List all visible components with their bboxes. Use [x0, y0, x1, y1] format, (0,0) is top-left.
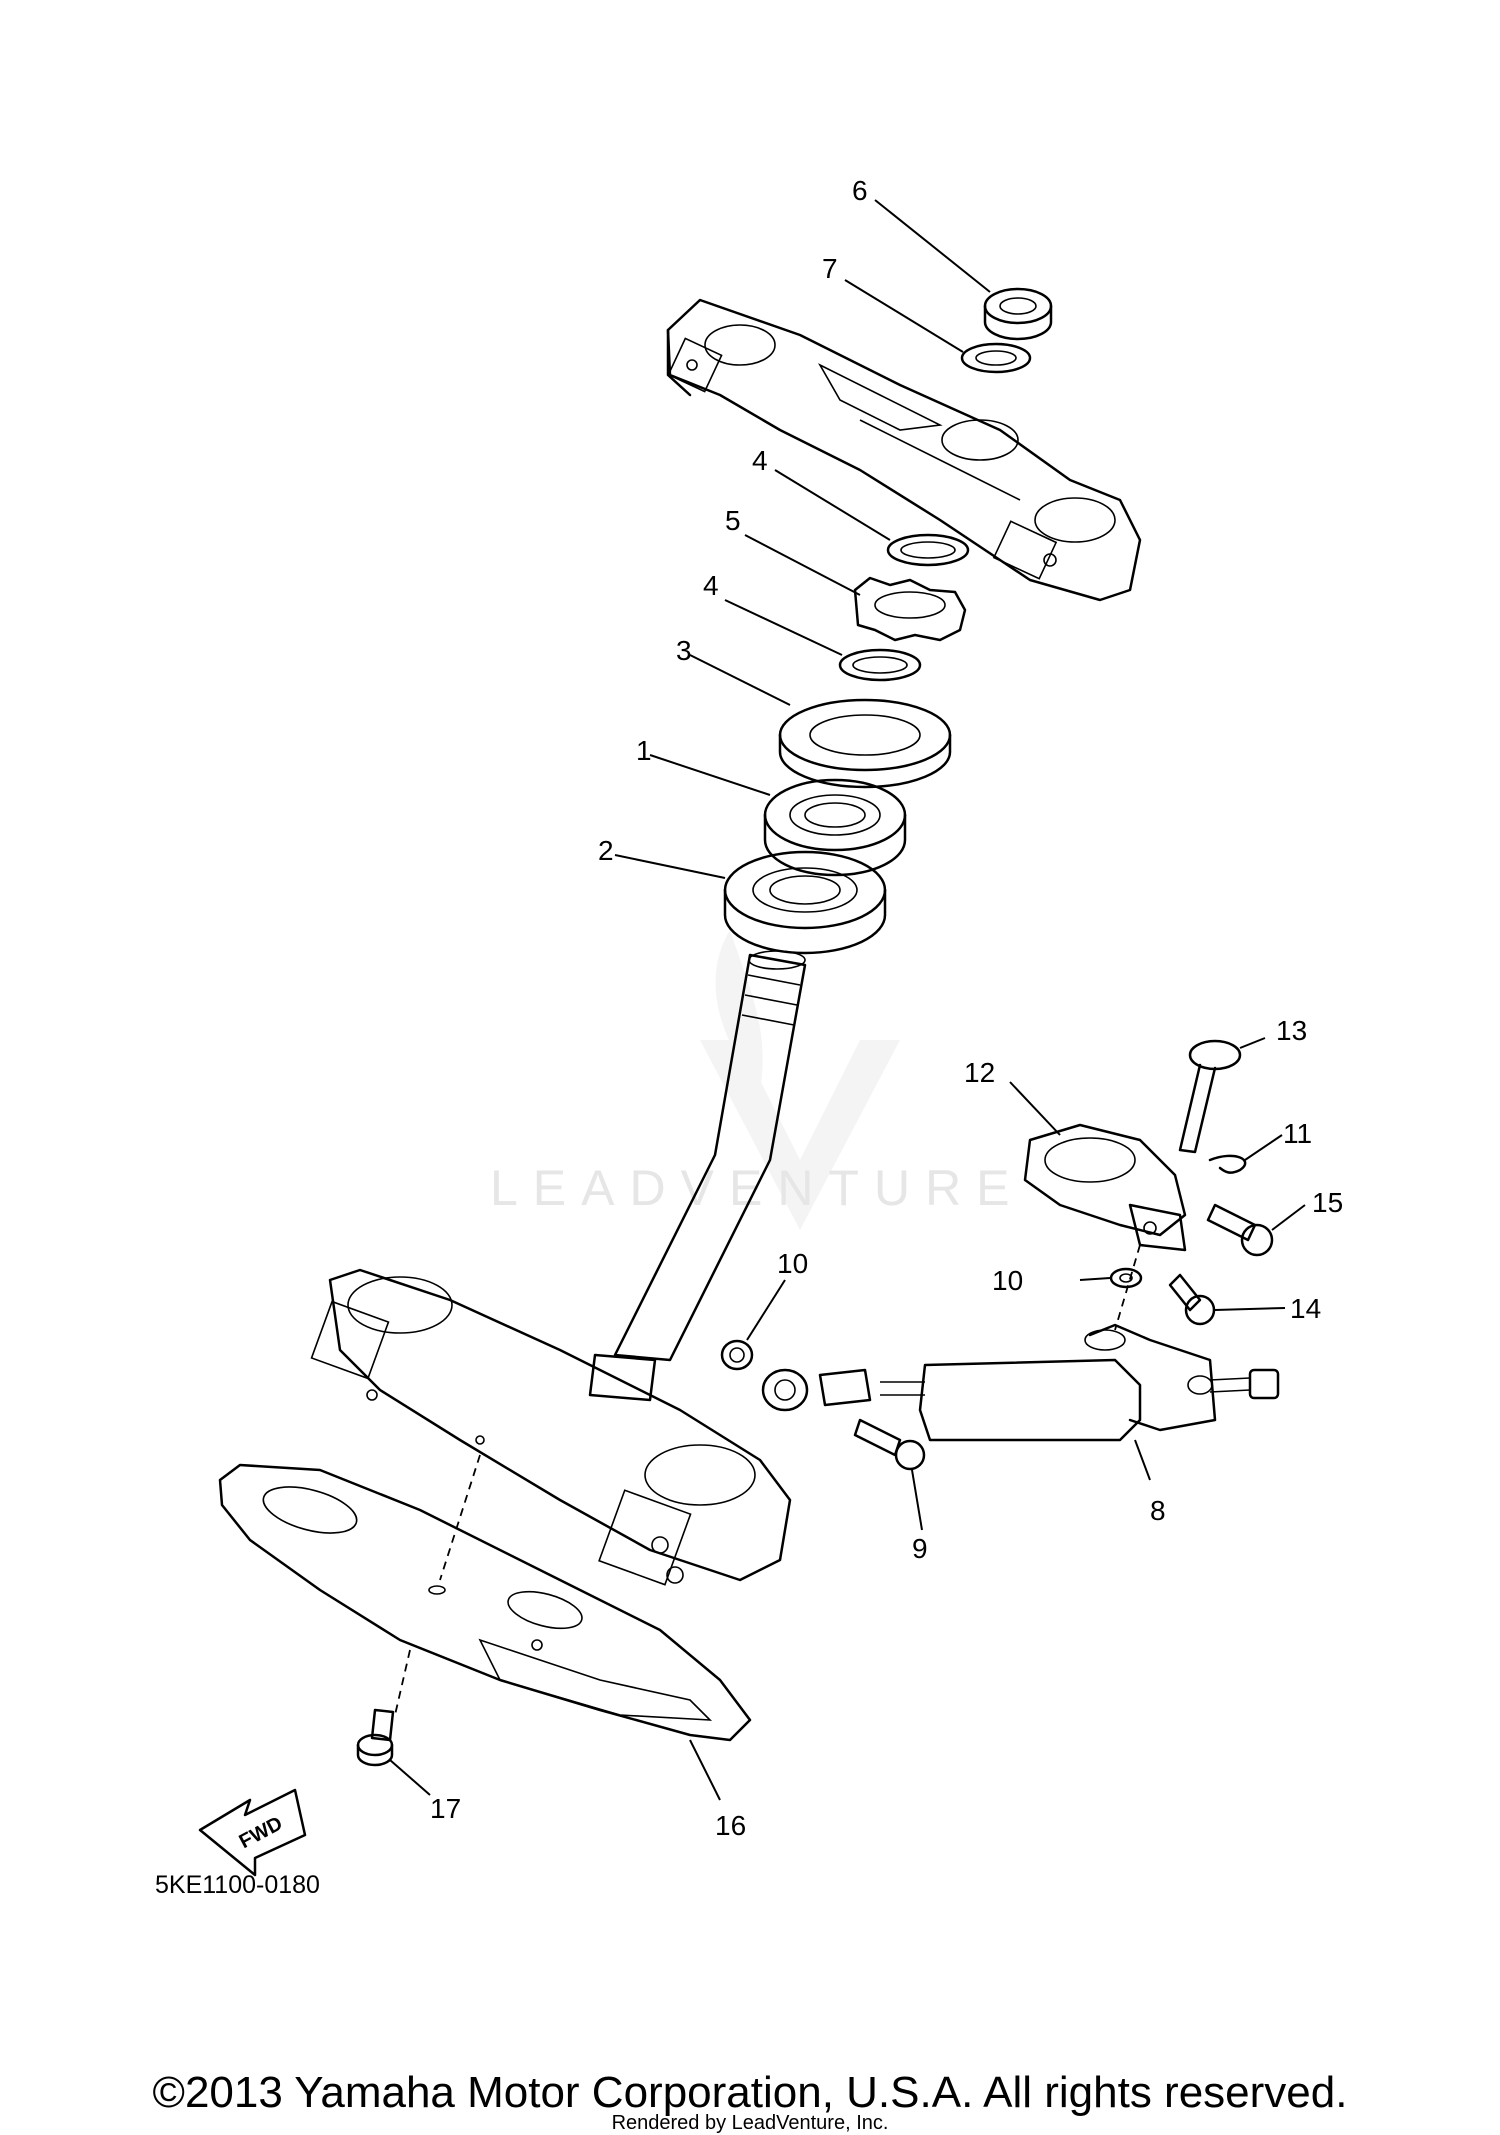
callout-12: 12	[964, 1057, 995, 1088]
callout-11: 11	[1283, 1118, 1312, 1149]
part-4-washer-lower	[838, 648, 922, 682]
upper-bracket	[666, 298, 1142, 602]
part-7-washer	[960, 342, 1032, 374]
callout-16: 16	[715, 1810, 746, 1841]
fwd-arrow-icon: FWD	[198, 1788, 307, 1877]
part-6-nut	[983, 287, 1053, 341]
watermark-text: LEADVENTURE	[490, 1160, 1025, 1216]
part-9-bolt	[853, 1418, 926, 1471]
part-16-plate	[218, 1463, 752, 1742]
rendered-by-notice: Rendered by LeadVenture, Inc.	[611, 2112, 889, 2134]
drawing-code: 5KE1100-0180	[155, 1871, 320, 1899]
callout-1: 1	[636, 735, 652, 766]
callout-10-right: 10	[992, 1265, 1023, 1296]
lower-bracket	[310, 1268, 792, 1586]
part-15-bolt	[1206, 1203, 1274, 1257]
callout-6: 6	[852, 175, 868, 206]
callout-9: 9	[912, 1533, 928, 1564]
part-11-clip	[1208, 1154, 1247, 1174]
callout-14: 14	[1290, 1293, 1321, 1324]
part-17-bolt	[356, 1708, 395, 1767]
copyright-notice: ©2013 Yamaha Motor Corporation, U.S.A. A…	[152, 2068, 1348, 2117]
callout-5: 5	[725, 505, 741, 536]
callout-3: 3	[676, 635, 692, 666]
alignment-line-damper	[1114, 1244, 1141, 1331]
part-4-washer-upper	[886, 533, 970, 567]
callout-13: 13	[1276, 1015, 1307, 1046]
part-1-bearing	[763, 778, 907, 877]
part-5-ring-nut	[853, 576, 967, 642]
part-10-washer-right	[1109, 1267, 1143, 1289]
callout-17: 17	[430, 1793, 461, 1824]
leader-lines	[389, 199, 1306, 1801]
callout-8: 8	[1150, 1495, 1166, 1526]
callout-4-upper: 4	[752, 445, 768, 476]
part-3-seal	[778, 698, 952, 789]
part-2-bearing	[723, 850, 887, 955]
callout-7: 7	[822, 253, 838, 284]
part-8-steering-damper	[761, 1323, 1280, 1442]
callout-4-lower: 4	[703, 570, 719, 601]
part-10-washer-left	[720, 1339, 754, 1371]
part-12-clamp	[1023, 1123, 1187, 1252]
alignment-line-lower	[394, 1649, 411, 1716]
steering-stem	[588, 950, 807, 1402]
part-13-pin	[1178, 1039, 1242, 1154]
part-14-bolt	[1168, 1273, 1216, 1326]
alignment-line-upper	[439, 1454, 481, 1581]
callout-10-left: 10	[777, 1248, 808, 1279]
callout-15: 15	[1312, 1187, 1343, 1218]
callout-2: 2	[598, 835, 614, 866]
